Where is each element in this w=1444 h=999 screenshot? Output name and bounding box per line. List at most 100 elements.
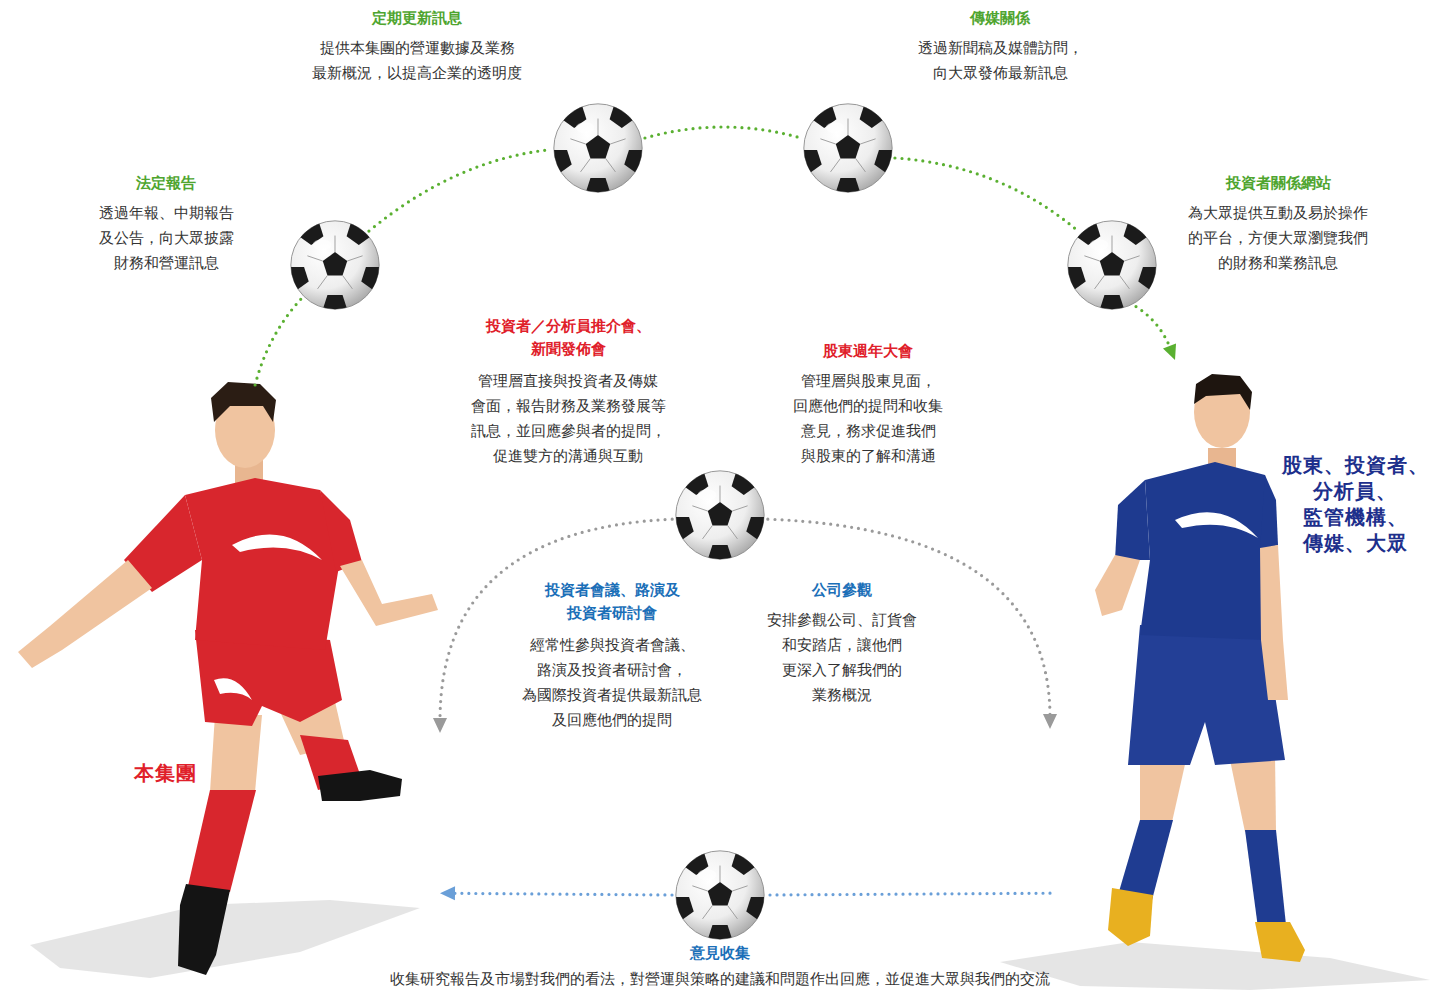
body-text: 經常性參與投資者會議、 路演及投資者研討會， 為國際投資者提供最新訊息 及回應他… xyxy=(522,633,702,733)
text-line: 管理層直接與投資者及傳媒 xyxy=(471,369,666,394)
text-line: 意見收集 xyxy=(690,942,750,965)
text-line: 股東週年大會 xyxy=(823,340,913,363)
stakeholder-player: 股東、投資者、 分析員、 監管機構、 傳媒、大眾 xyxy=(1050,360,1300,975)
heading-text: 投資者會議、路演及 投資者研討會 xyxy=(545,579,680,625)
meeting-ball: 投資者／分析員推介會、 新聞發佈會管理層直接與投資者及傳媒 會面，報告財務及業務… xyxy=(674,469,766,561)
text-line: 最新概況，以提高企業的透明度 xyxy=(312,61,522,86)
text-line: 和安踏店，讓他們 xyxy=(767,633,917,658)
body-text: 為大眾提供互動及易於操作 的平台，方便大眾瀏覽我們 的財務和業務訊息 xyxy=(1188,201,1368,276)
text-line: 的平台，方便大眾瀏覽我們 xyxy=(1188,226,1368,251)
body-text: 管理層與股東見面， 回應他們的提問和收集 意見，務求促進我們 與股東的了解和溝通 xyxy=(793,369,943,469)
text-line: 法定報告 xyxy=(136,173,196,194)
text-line: 提供本集團的營運數據及業務 xyxy=(312,36,522,61)
text-line: 安排參觀公司、訂貨會 xyxy=(767,608,917,633)
heading-text: 定期更新訊息 xyxy=(372,8,462,29)
party-label: 本集團 xyxy=(134,760,197,786)
text-line: 會面，報告財務及業務發展等 xyxy=(471,394,666,419)
text-line: 為國際投資者提供最新訊息 xyxy=(522,683,702,708)
text-line: 新聞發佈會 xyxy=(486,338,651,361)
text-line: 更深入了解我們的 xyxy=(767,658,917,683)
text-line: 投資者研討會 xyxy=(545,602,680,625)
dotted-connector xyxy=(255,299,301,385)
text-line: 及公告，向大眾披露 xyxy=(99,226,234,251)
arrow-head xyxy=(1043,714,1057,729)
website-ball: 投資者關係網站為大眾提供互動及易於操作 的平台，方便大眾瀏覽我們 的財務和業務訊… xyxy=(1066,219,1158,311)
party-label: 股東、投資者、 分析員、 監管機構、 傳媒、大眾 xyxy=(1282,452,1429,556)
dotted-line xyxy=(768,519,1050,717)
arrow-head xyxy=(1163,343,1176,360)
text-line: 的財務和業務訊息 xyxy=(1188,251,1368,276)
heading-text: 投資者／分析員推介會、 新聞發佈會 xyxy=(486,315,651,361)
dotted-connector xyxy=(440,886,672,900)
text-line: 業務概況 xyxy=(767,683,917,708)
dotted-connector xyxy=(768,519,1057,729)
dotted-line xyxy=(452,893,672,895)
text-line: 向大眾發佈最新訊息 xyxy=(918,61,1083,86)
body-text: 安排參觀公司、訂貨會 和安踏店，讓他們 更深入了解我們的 業務概況 xyxy=(767,608,917,708)
body-text: 透過年報、中期報告 及公告，向大眾披露 財務和營運訊息 xyxy=(99,201,234,276)
heading-text: 法定報告 xyxy=(136,173,196,194)
dotted-line xyxy=(645,127,801,138)
text-line: 定期更新訊息 xyxy=(372,8,462,29)
text-line: 分析員、 xyxy=(1282,478,1429,504)
arrow-head xyxy=(440,886,455,900)
text-line: 傳媒、大眾 xyxy=(1282,530,1429,556)
text-line: 及回應他們的提問 xyxy=(522,708,702,733)
dotted-line xyxy=(1136,307,1171,349)
red-player xyxy=(18,382,438,978)
text-line: 管理層與股東見面， xyxy=(793,369,943,394)
football xyxy=(674,469,766,561)
text-line: 財務和營運訊息 xyxy=(99,251,234,276)
heading-text: 傳媒關係 xyxy=(970,8,1030,29)
heading-text: 股東週年大會 xyxy=(823,340,913,363)
text-line: 收集研究報告及市場對我們的看法，對營運與策略的建議和問題作出回應，並促進大眾與我… xyxy=(390,968,1050,990)
text-line: 透過新聞稿及媒體訪問， xyxy=(918,36,1083,61)
text-line: 投資者關係網站 xyxy=(1226,173,1331,194)
text-line: 公司參觀 xyxy=(812,579,872,602)
dotted-line xyxy=(768,893,1050,895)
dotted-line xyxy=(369,150,550,231)
dotted-line xyxy=(255,299,301,385)
text-line: 股東、投資者、 xyxy=(1282,452,1429,478)
text-line: 本集團 xyxy=(134,760,197,786)
feedback-ball: 意見收集收集研究報告及市場對我們的看法，對營運與策略的建議和問題作出回應，並促進… xyxy=(674,849,766,941)
text-line: 投資者會議、路演及 xyxy=(545,579,680,602)
football xyxy=(289,219,381,311)
dotted-line xyxy=(895,158,1078,231)
football xyxy=(802,102,894,194)
text-line: 經常性參與投資者會議、 xyxy=(522,633,702,658)
football xyxy=(674,849,766,941)
report-ball: 法定報告透過年報、中期報告 及公告，向大眾披露 財務和營運訊息 xyxy=(289,219,381,311)
dotted-connector xyxy=(645,127,801,138)
body-text: 提供本集團的營運數據及業務 最新概況，以提高企業的透明度 xyxy=(312,36,522,86)
arrow-head xyxy=(433,718,447,733)
dotted-connector xyxy=(369,150,550,231)
body-text: 透過新聞稿及媒體訪問， 向大眾發佈最新訊息 xyxy=(918,36,1083,86)
text-line: 回應他們的提問和收集 xyxy=(793,394,943,419)
text-line: 監管機構、 xyxy=(1282,504,1429,530)
body-text: 收集研究報告及市場對我們的看法，對營運與策略的建議和問題作出回應，並促進大眾與我… xyxy=(390,968,1050,990)
football xyxy=(1066,219,1158,311)
body-text: 管理層直接與投資者及傳媒 會面，報告財務及業務發展等 訊息，並回應參與者的提問，… xyxy=(471,369,666,469)
blue-player xyxy=(1000,374,1430,990)
heading-text: 投資者關係網站 xyxy=(1226,173,1331,194)
info-ball: 定期更新訊息提供本集團的營運數據及業務 最新概況，以提高企業的透明度 xyxy=(552,102,644,194)
dotted-connector xyxy=(768,893,1050,895)
group-player: 本集團 xyxy=(10,385,440,985)
media-ball: 傳媒關係透過新聞稿及媒體訪問， 向大眾發佈最新訊息 xyxy=(802,102,894,194)
dotted-connector xyxy=(1136,307,1176,360)
text-line: 為大眾提供互動及易於操作 xyxy=(1188,201,1368,226)
text-line: 促進雙方的溝通與互動 xyxy=(471,444,666,469)
text-line: 傳媒關係 xyxy=(970,8,1030,29)
heading-text: 意見收集 xyxy=(690,942,750,965)
text-line: 意見，務求促進我們 xyxy=(793,419,943,444)
football xyxy=(552,102,644,194)
text-line: 投資者／分析員推介會、 xyxy=(486,315,651,338)
text-line: 與股東的了解和溝通 xyxy=(793,444,943,469)
dotted-connector xyxy=(895,158,1078,231)
heading-text: 公司參觀 xyxy=(812,579,872,602)
text-line: 透過年報、中期報告 xyxy=(99,201,234,226)
text-line: 訊息，並回應參與者的提問， xyxy=(471,419,666,444)
text-line: 路演及投資者研討會， xyxy=(522,658,702,683)
